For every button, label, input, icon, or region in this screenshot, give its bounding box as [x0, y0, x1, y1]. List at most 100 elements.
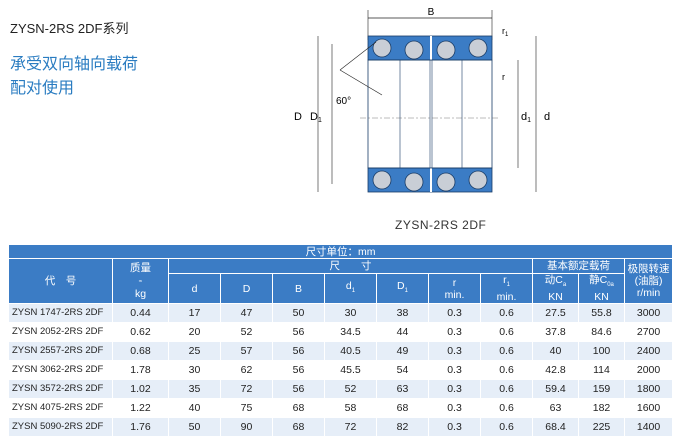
- value-cell: 3000: [623, 303, 674, 324]
- value-cell: 40: [532, 341, 579, 362]
- col-D1: D1: [376, 272, 429, 305]
- value-cell: 0.6: [480, 303, 533, 324]
- value-cell: 52: [324, 379, 377, 400]
- value-cell: 62: [220, 360, 273, 381]
- value-cell: 56: [272, 360, 325, 381]
- label-r1: r: [502, 26, 505, 36]
- value-cell: 17: [168, 303, 221, 324]
- value-cell: 34.5: [324, 322, 377, 343]
- col-d: d: [168, 272, 221, 305]
- value-cell: 84.6: [578, 322, 625, 343]
- value-cell: 159: [578, 379, 625, 400]
- value-cell: 72: [324, 417, 377, 438]
- series-title: ZYSN-2RS 2DF系列: [10, 21, 129, 36]
- value-cell: 1.76: [112, 417, 169, 438]
- drawing-caption: ZYSN-2RS 2DF: [395, 218, 487, 232]
- col-B: B: [272, 272, 325, 305]
- model-cell: ZYSN 3062-2RS 2DF: [8, 360, 113, 381]
- value-cell: 114: [578, 360, 625, 381]
- value-cell: 0.44: [112, 303, 169, 324]
- col-d1: d1: [324, 272, 377, 305]
- value-cell: 49: [376, 341, 429, 362]
- col-speed: 极限转速(油脂)r/min: [623, 257, 674, 305]
- value-cell: 1400: [623, 417, 674, 438]
- dimensions-header: 尺 寸: [168, 258, 533, 274]
- model-cell: ZYSN 2557-2RS 2DF: [8, 341, 113, 362]
- value-cell: 68: [272, 398, 325, 419]
- value-cell: 38: [376, 303, 429, 324]
- value-cell: 50: [168, 417, 221, 438]
- value-cell: 68: [272, 417, 325, 438]
- value-cell: 2700: [623, 322, 674, 343]
- value-cell: 57: [220, 341, 273, 362]
- value-cell: 50: [272, 303, 325, 324]
- value-cell: 44: [376, 322, 429, 343]
- label-d: d: [544, 111, 550, 123]
- value-cell: 2400: [623, 341, 674, 362]
- value-cell: 1600: [623, 398, 674, 419]
- label-angle: 60°: [336, 96, 351, 107]
- value-cell: 182: [578, 398, 625, 419]
- value-cell: 47: [220, 303, 273, 324]
- value-cell: 2000: [623, 360, 674, 381]
- value-cell: 59.4: [532, 379, 579, 400]
- bearing-section-drawing: B D D1 60° d1 d r1 r: [294, 7, 550, 193]
- value-cell: 0.68: [112, 341, 169, 362]
- value-cell: 0.3: [428, 303, 481, 324]
- svg-text:D1: D1: [310, 111, 322, 124]
- value-cell: 0.3: [428, 360, 481, 381]
- value-cell: 0.62: [112, 322, 169, 343]
- value-cell: 42.8: [532, 360, 579, 381]
- label-D: D: [294, 111, 302, 123]
- value-cell: 1800: [623, 379, 674, 400]
- label-r: r: [502, 72, 505, 82]
- feature-bidirectional-axial-load: 承受双向轴向载荷: [10, 56, 139, 73]
- value-cell: 0.6: [480, 360, 533, 381]
- units-header: 尺寸单位：mm: [7, 244, 674, 259]
- value-cell: 27.5: [532, 303, 579, 324]
- value-cell: 35: [168, 379, 221, 400]
- col-mass: 质量≈kg: [112, 257, 169, 305]
- model-cell: ZYSN 5090-2RS 2DF: [8, 417, 113, 438]
- svg-text:d1: d1: [521, 111, 531, 124]
- value-cell: 30: [168, 360, 221, 381]
- model-cell: ZYSN 1747-2RS 2DF: [8, 303, 113, 324]
- model-cell: ZYSN 3572-2RS 2DF: [8, 379, 113, 400]
- value-cell: 45.5: [324, 360, 377, 381]
- value-cell: 68.4: [532, 417, 579, 438]
- value-cell: 30: [324, 303, 377, 324]
- value-cell: 0.3: [428, 398, 481, 419]
- value-cell: 225: [578, 417, 625, 438]
- value-cell: 0.3: [428, 341, 481, 362]
- value-cell: 0.6: [480, 341, 533, 362]
- bearing-top-row: [367, 35, 493, 61]
- value-cell: 100: [578, 341, 625, 362]
- value-cell: 68: [376, 398, 429, 419]
- value-cell: 56: [272, 322, 325, 343]
- value-cell: 55.8: [578, 303, 625, 324]
- value-cell: 1.22: [112, 398, 169, 419]
- feature-paired-use: 配对使用: [10, 80, 75, 97]
- label-d1: d: [521, 111, 527, 123]
- value-cell: 20: [168, 322, 221, 343]
- col-D: D: [220, 272, 273, 305]
- col-code: 代 号: [8, 257, 113, 305]
- value-cell: 56: [272, 379, 325, 400]
- value-cell: 0.3: [428, 322, 481, 343]
- value-cell: 0.3: [428, 417, 481, 438]
- value-cell: 0.6: [480, 417, 533, 438]
- value-cell: 56: [272, 341, 325, 362]
- value-cell: 54: [376, 360, 429, 381]
- spec-table: 尺寸单位：mm 代 号 质量≈kg 尺 寸 基本额定载荷 极限转速(油脂)r/m…: [7, 244, 674, 438]
- value-cell: 40: [168, 398, 221, 419]
- load-header: 基本额定载荷: [532, 258, 625, 274]
